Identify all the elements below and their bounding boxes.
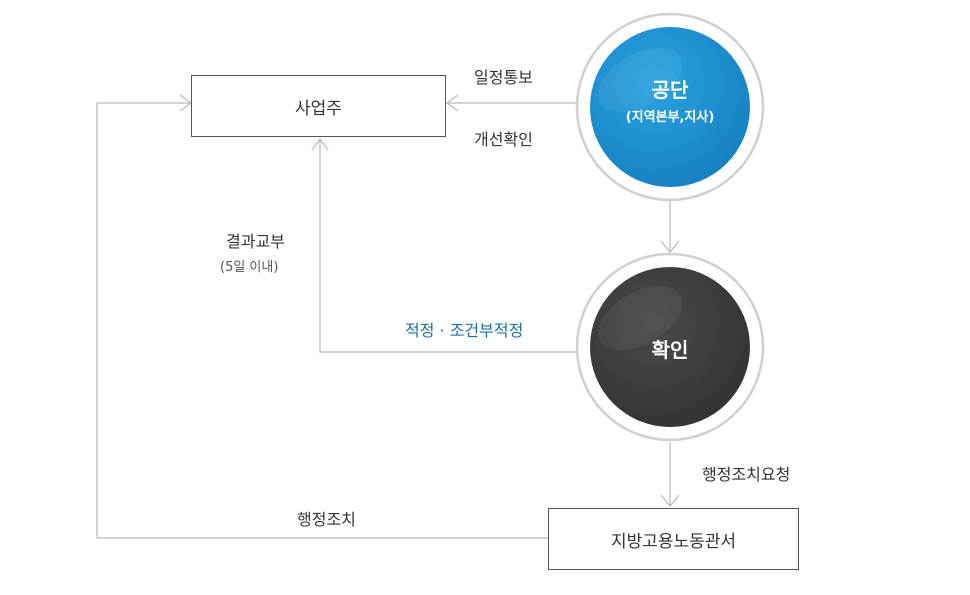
- edge-labor-office-to-employer: [96, 102, 548, 539]
- confirm-title: 확인: [651, 338, 689, 362]
- labor-office-box: 지방고용노동관서: [548, 508, 799, 570]
- labor-office-label: 지방고용노동관서: [610, 531, 737, 552]
- schedule-notice-label: 일정통보: [474, 68, 533, 87]
- employer-label: 사업주: [295, 98, 342, 119]
- arrowhead-confirm-top: [660, 240, 680, 253]
- arrowhead-employer-bottom: [311, 137, 329, 151]
- admin-action-label: 행정조치: [297, 510, 356, 529]
- agency-title: 공단: [651, 78, 689, 102]
- employer-box: 사업주: [191, 75, 446, 137]
- result-delivery-note: (5일 이내): [220, 260, 279, 275]
- arrowhead-employer-right: [445, 94, 459, 112]
- arrowhead-labor-office-top: [660, 494, 680, 507]
- agency-node-sheen: [598, 47, 682, 113]
- agency-node: [590, 27, 750, 187]
- confirm-node-sheen: [598, 285, 682, 351]
- adequate-label: 적정 · 조건부적정: [405, 321, 524, 340]
- result-delivery-label: 결과교부: [226, 232, 285, 251]
- edge-confirm-to-employer: [319, 139, 578, 353]
- confirm-node: [590, 267, 750, 427]
- admin-action-request-label: 행정조치요청: [702, 465, 791, 484]
- agency-subtitle: (지역본부,지사): [625, 110, 715, 125]
- improvement-check-label: 개선확인: [474, 130, 533, 149]
